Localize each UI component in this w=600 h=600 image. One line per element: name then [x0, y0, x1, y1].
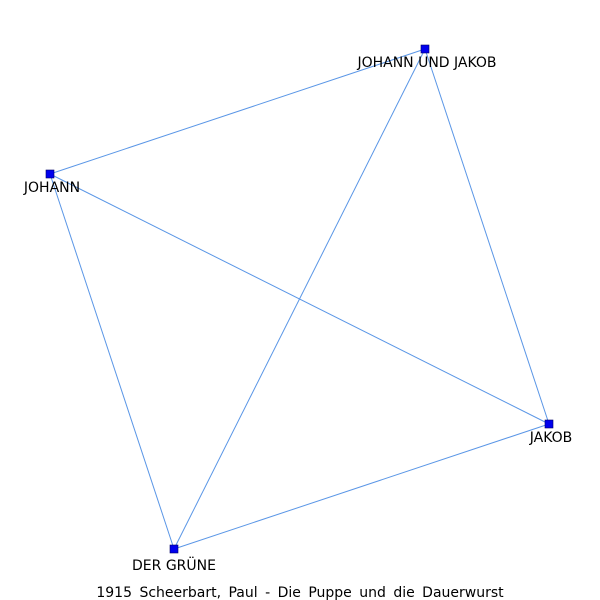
node-label-jakob: JAKOB — [529, 430, 573, 446]
node-johann_und_jakob[interactable] — [420, 44, 430, 54]
edge-johann-der_gruene — [49, 173, 175, 550]
edge-johann_und_jakob-johann — [49, 48, 426, 175]
node-der_gruene[interactable] — [169, 544, 179, 554]
node-label-der_gruene: DER GRÜNE — [132, 556, 216, 574]
node-johann[interactable] — [45, 169, 55, 179]
nodes-layer — [45, 44, 554, 554]
edge-der_gruene-jakob — [173, 423, 550, 550]
labels-layer: JOHANN UND JAKOB JOHANN JAKOB DER GRÜNE — [23, 55, 572, 574]
edge-johann_und_jakob-jakob — [424, 48, 550, 425]
edges-layer — [49, 48, 550, 550]
edge-johann-jakob — [49, 173, 550, 425]
node-jakob[interactable] — [544, 419, 554, 429]
node-label-johann_und_jakob: JOHANN UND JAKOB — [356, 55, 496, 71]
graph-caption: 1915 Scheerbart, Paul - Die Puppe und di… — [96, 585, 504, 600]
node-label-johann: JOHANN — [23, 180, 80, 196]
